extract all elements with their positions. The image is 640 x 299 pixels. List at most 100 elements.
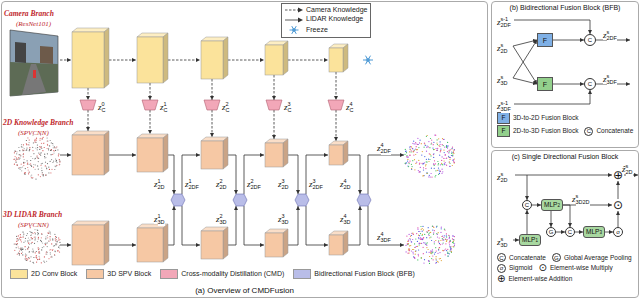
label-anchor: 3D LIDAR Branch (3, 204, 62, 220)
point (438, 164, 439, 165)
point (407, 244, 408, 245)
mlp-name: MLP (544, 202, 557, 209)
point (17, 243, 18, 244)
point (448, 152, 449, 153)
point (28, 237, 29, 238)
point (429, 235, 430, 236)
point (35, 237, 36, 238)
point (409, 154, 410, 155)
point (440, 171, 441, 172)
lidar-knowledge-line (514, 90, 590, 104)
legend-item: ⊕Element-wise Addition (497, 274, 572, 284)
point (47, 235, 48, 236)
point (407, 161, 408, 162)
point (445, 162, 446, 163)
point (25, 258, 26, 259)
point (25, 168, 26, 169)
point (430, 154, 431, 155)
point (53, 161, 54, 162)
point (417, 227, 418, 228)
cmd-block (80, 100, 96, 110)
point (438, 138, 439, 139)
point (433, 142, 434, 143)
symbol-glyph: ⊕ (497, 274, 505, 284)
point (45, 175, 46, 176)
point (23, 248, 24, 249)
subscript: 3D (501, 81, 508, 87)
point (430, 176, 431, 177)
script-stack: s-12DF (501, 17, 511, 29)
point (437, 139, 438, 140)
point (431, 143, 432, 144)
point (451, 148, 452, 149)
legend-text: Concatenate (596, 127, 633, 135)
legend-arrowhead (298, 8, 303, 13)
point (451, 153, 452, 154)
lidar-knowledge-line (368, 206, 404, 245)
point (450, 247, 451, 248)
point (442, 243, 443, 244)
lidar-knowledge-line (244, 206, 264, 245)
lidar-knowledge-line (527, 175, 528, 200)
point (443, 242, 444, 243)
point (59, 164, 60, 165)
point (56, 146, 57, 147)
point (444, 163, 445, 164)
point (408, 243, 409, 244)
spv-block-3d (137, 224, 168, 262)
point (30, 261, 31, 262)
point (438, 163, 439, 164)
point (31, 238, 32, 239)
point (58, 247, 59, 248)
point (409, 248, 410, 249)
legend-item: CConcatenate (584, 125, 633, 137)
point (450, 246, 451, 247)
point (419, 243, 420, 244)
legend-swatch (293, 269, 311, 279)
point (29, 139, 30, 140)
point (32, 238, 33, 239)
point (447, 146, 448, 147)
point (420, 167, 421, 168)
point (414, 243, 415, 244)
script-stack: s3D2D (576, 194, 590, 206)
point (28, 243, 29, 244)
point (47, 237, 48, 238)
point (436, 226, 437, 227)
point (23, 235, 24, 236)
point (21, 146, 22, 147)
subscript: 2D (344, 185, 351, 191)
point (415, 250, 416, 251)
point (46, 167, 47, 168)
point (20, 234, 21, 235)
point (423, 242, 424, 243)
point (29, 142, 30, 143)
point (58, 153, 59, 154)
math-label: zs3D (497, 234, 508, 250)
point (447, 256, 448, 257)
point (420, 233, 421, 234)
point (46, 168, 47, 169)
block-front (329, 145, 343, 165)
point (30, 261, 31, 262)
connector (532, 205, 541, 206)
point (34, 158, 35, 159)
point (36, 251, 37, 252)
mlp-box: MLP2 (541, 199, 563, 211)
point (437, 170, 438, 171)
math-label: z43D (340, 211, 351, 227)
point (23, 156, 24, 157)
script-stack: s2DF (607, 30, 617, 42)
point (417, 241, 418, 242)
point (449, 253, 450, 254)
point (33, 142, 34, 143)
point (436, 148, 437, 149)
block-side (343, 141, 348, 165)
point (27, 163, 28, 164)
point (417, 144, 418, 145)
connector (551, 211, 552, 227)
point (436, 251, 437, 252)
point (45, 243, 46, 244)
